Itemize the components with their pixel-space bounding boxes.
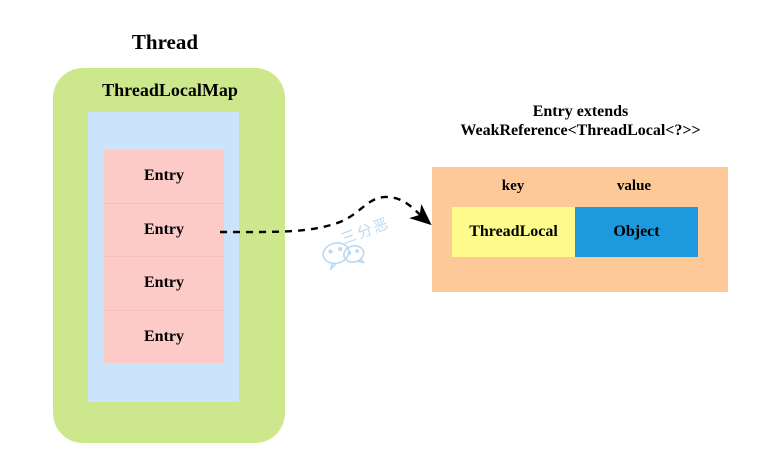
- thread-title: Thread: [131, 30, 199, 54]
- key-cell: ThreadLocal: [452, 207, 575, 257]
- threadlocalmap-title: ThreadLocalMap: [102, 80, 238, 100]
- value-cell: Object: [575, 207, 698, 257]
- list-item: Entry: [144, 327, 184, 345]
- list-item: Entry: [104, 150, 224, 204]
- entry-detail-title-line1: Entry extends: [532, 103, 629, 120]
- entry-detail-title-line2: WeakReference<ThreadLocal<?>>: [460, 121, 701, 139]
- entry-detail-title: Entry extends WeakReference<ThreadLocal<…: [433, 103, 728, 141]
- entry-list: Entry Entry Entry Entry: [104, 150, 224, 363]
- key-column-label: key: [501, 178, 525, 194]
- value-column-label: value: [616, 178, 652, 194]
- list-item: Entry: [104, 204, 224, 257]
- list-item: Entry: [104, 257, 224, 311]
